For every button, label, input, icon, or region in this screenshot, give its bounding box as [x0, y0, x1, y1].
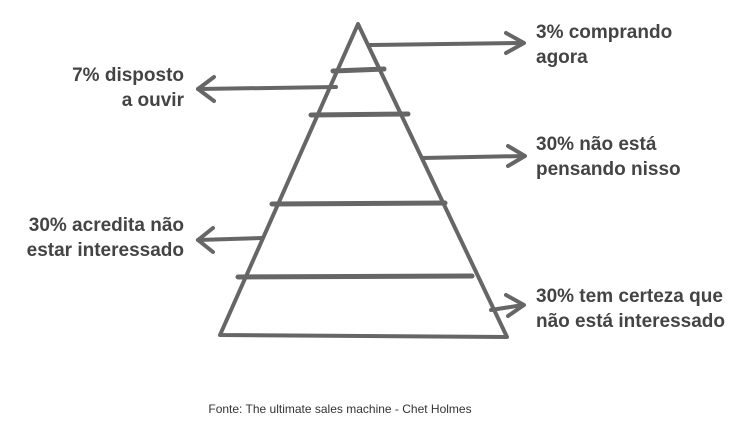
arrow-head-icon — [196, 75, 216, 103]
arrow-head-icon — [506, 144, 527, 168]
arrow-head-icon — [504, 293, 526, 318]
arrow-sure-not-interested-shaft — [489, 303, 525, 312]
source-caption: Fonte: The ultimate sales machine - Chet… — [208, 402, 472, 416]
label-sure-not-interested: 30% tem certeza que não está interessado — [536, 286, 726, 332]
tier-divider-2 — [308, 111, 411, 118]
arrow-not-thinking-shaft — [420, 154, 526, 160]
pyramid-outline — [218, 22, 509, 339]
arrow-buying-now-shaft — [368, 41, 524, 47]
tier-divider-4 — [235, 273, 475, 280]
arrow-believes-not-interested-shaft — [196, 236, 264, 242]
tier-divider-1 — [330, 66, 387, 74]
label-not-thinking: 30% não está pensando nisso — [536, 134, 681, 180]
label-buying-now: 3% comprando agora — [536, 22, 673, 68]
label-believes-not-interested: 30% acredita não estar interessado — [26, 215, 184, 261]
label-willing-listen: 7% disposto a ouvir — [72, 65, 184, 111]
tier-divider-3 — [269, 200, 448, 207]
arrow-head-icon — [504, 31, 526, 55]
arrow-willing-listen-shaft — [196, 85, 338, 91]
arrow-head-icon — [196, 226, 215, 254]
